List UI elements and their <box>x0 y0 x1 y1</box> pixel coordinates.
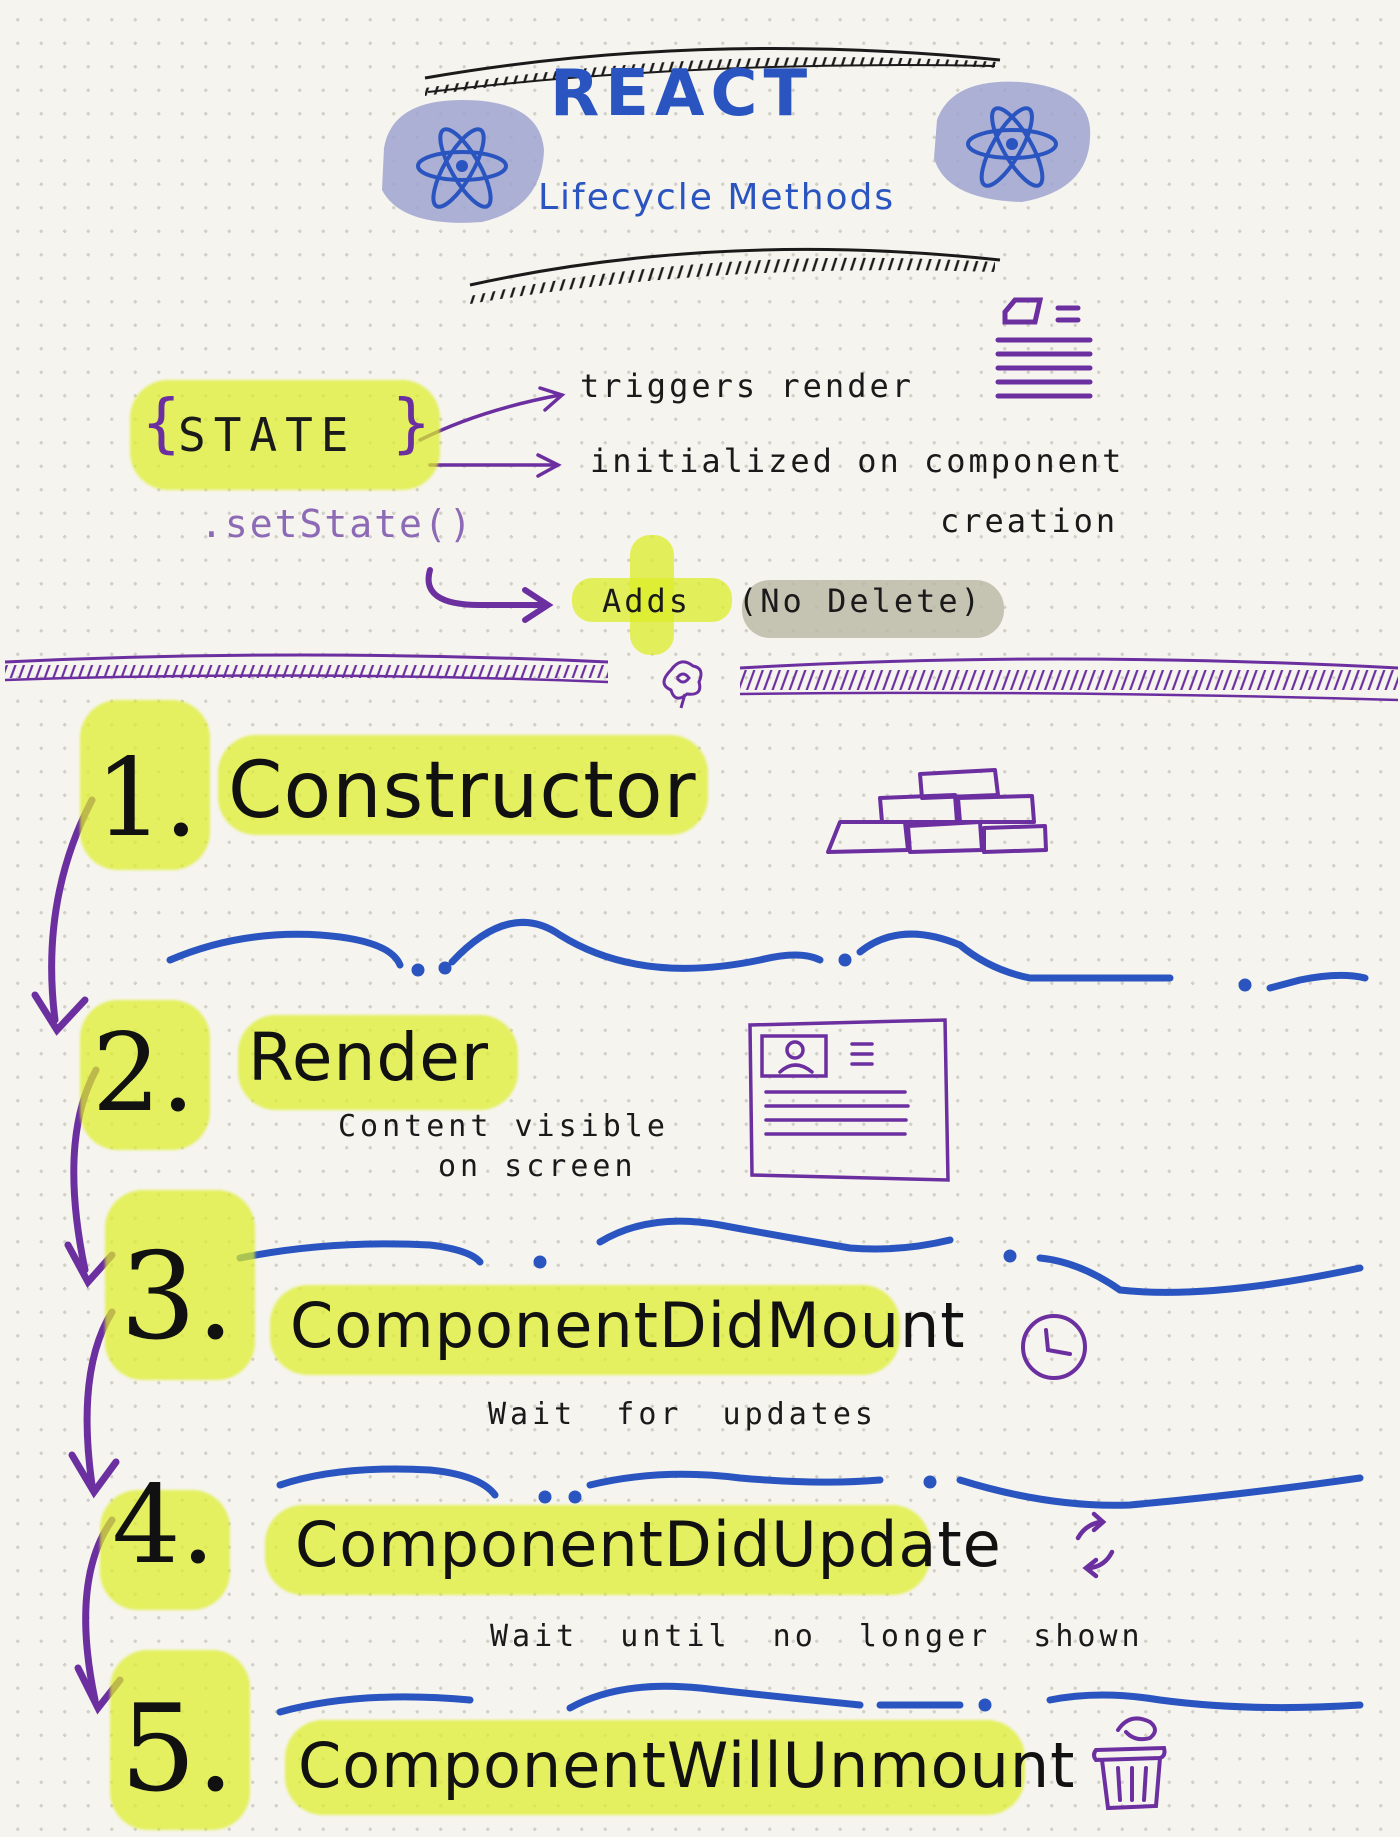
step3-description: Wait for updates <box>488 1397 877 1432</box>
setstate-method: .setState() <box>200 502 474 546</box>
step2-number-highlight <box>80 1000 210 1150</box>
step4-description: Wait until no longer shown <box>490 1619 1144 1654</box>
atom-icon-left <box>382 100 544 223</box>
step5-name-highlight <box>285 1720 1025 1815</box>
step2-number: 2. <box>92 1011 196 1136</box>
step4-name-highlight <box>265 1505 930 1595</box>
step1-name-highlight <box>218 735 708 835</box>
title-bottom-hatch <box>469 247 1001 304</box>
state-brace-right: } <box>392 387 439 461</box>
step2-name-highlight <box>238 1015 518 1110</box>
step4-name: ComponentDidUpdate <box>295 1508 1002 1581</box>
bricks-icon <box>826 768 1048 854</box>
step3-number: 3. <box>120 1228 235 1367</box>
page-subtitle: Lifecycle Methods <box>538 177 896 218</box>
step2-description-line2: on screen <box>438 1149 637 1184</box>
adds-label: Adds <box>602 582 692 620</box>
step3-number-highlight <box>105 1190 255 1380</box>
no-delete-label: (No Delete) <box>738 582 983 620</box>
adds-plus-highlight <box>572 535 1004 655</box>
clock-icon <box>1021 1314 1087 1380</box>
atom-icon-right <box>934 81 1091 202</box>
state-highlight <box>130 380 440 490</box>
step3-name: ComponentDidMount <box>290 1289 966 1362</box>
step4-number: 4. <box>112 1463 216 1588</box>
blue-wave-separators <box>166 918 1369 1716</box>
step3-name-highlight <box>270 1285 900 1375</box>
state-brace-left: { <box>142 387 189 461</box>
title-top-hatch <box>424 46 1001 96</box>
step5-name: ComponentWillUnmount <box>298 1729 1076 1802</box>
flower-icon <box>662 660 703 709</box>
section-divider <box>4 653 1399 702</box>
step2-description-line1: Content visible <box>338 1109 669 1144</box>
refresh-icon <box>1075 1511 1115 1579</box>
step2-name: Render <box>248 1019 489 1096</box>
state-note-creation: creation <box>940 502 1119 540</box>
state-note-initialized: initialized on component <box>590 442 1125 480</box>
step1-name: Constructor <box>228 746 697 836</box>
trash-icon <box>1092 1716 1167 1811</box>
step5-number-highlight <box>110 1650 250 1830</box>
page-title: REACT <box>550 57 814 131</box>
step5-number: 5. <box>120 1680 235 1819</box>
document-icon <box>995 297 1093 399</box>
state-note-triggers-render: triggers render <box>580 367 914 405</box>
step1-number: 1. <box>95 736 199 861</box>
profile-card-icon <box>748 1018 950 1182</box>
state-label: STATE <box>178 408 357 462</box>
step4-number-highlight <box>100 1490 230 1610</box>
step1-number-highlight <box>80 700 210 870</box>
